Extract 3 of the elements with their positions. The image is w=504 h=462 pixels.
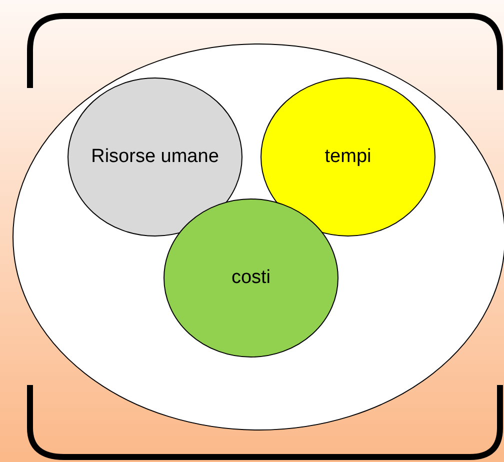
ellipse-label: Risorse umane: [91, 146, 219, 168]
ellipse-label: costi: [231, 267, 271, 289]
ellipse-label: tempi: [324, 146, 372, 168]
